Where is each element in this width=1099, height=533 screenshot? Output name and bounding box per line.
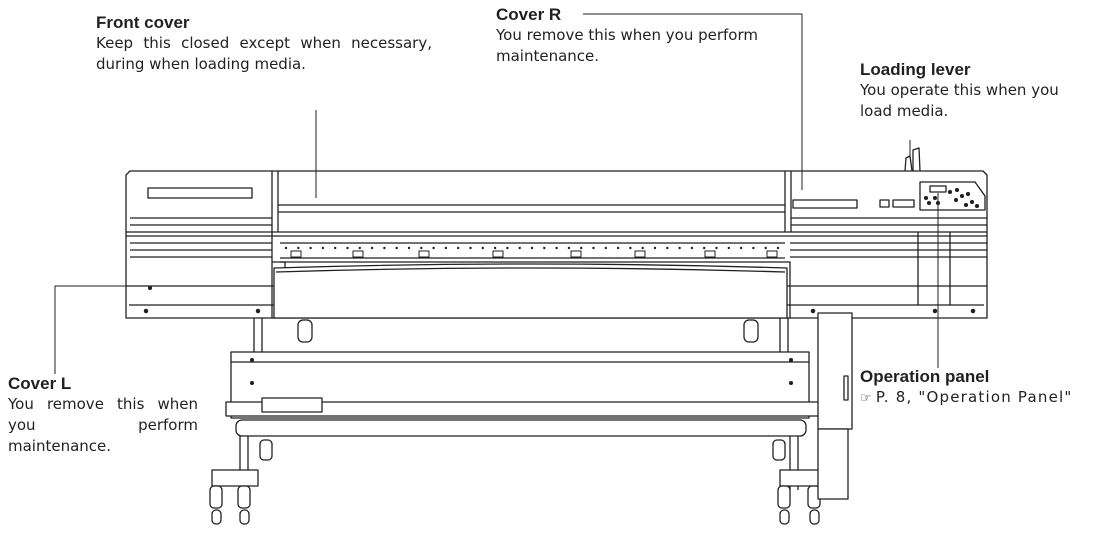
loading-lever-description: You operate this when you load media. [860, 81, 1059, 120]
platen-dot [752, 246, 755, 250]
platen-dot [444, 246, 448, 250]
pinch-roller [570, 250, 582, 258]
cover-r-description: You remove this when you perform mainten… [496, 26, 758, 65]
platen-dot [334, 246, 337, 250]
operation-panel-graphic [919, 181, 986, 211]
front-cover-description: Keep this closed except when necessary, … [96, 34, 432, 73]
platen-dot [715, 246, 718, 250]
platen-dot [666, 246, 669, 250]
platen-dot [616, 246, 620, 250]
platen-dot [530, 246, 534, 250]
platen-dot [321, 246, 325, 250]
platen-dot [395, 246, 398, 250]
cover-r-leader [583, 13, 803, 190]
platen-dot [690, 246, 694, 250]
cover-r-title: Cover R [496, 5, 562, 24]
platen-dot [420, 246, 423, 250]
platen-dot [506, 246, 509, 250]
cover-l-leader [54, 285, 126, 374]
platen-dot [703, 246, 706, 250]
platen-dot [370, 246, 374, 250]
cover-l-callout: Cover L You remove this when you perform… [8, 374, 198, 457]
platen-dot [629, 246, 632, 250]
platen-dot [776, 246, 780, 250]
operation-panel-reference[interactable]: ☞P. 8, "Operation Panel" [860, 387, 1096, 409]
front-cover-title: Front cover [96, 13, 190, 32]
loading-lever-graphic [904, 147, 921, 172]
platen-dot [764, 246, 767, 250]
platen-dot [567, 246, 571, 250]
platen-dot [555, 246, 558, 250]
operation-panel-reference-text[interactable]: P. 8, "Operation Panel" [875, 388, 1073, 406]
platen-dot [284, 246, 288, 250]
platen-dot [580, 246, 583, 250]
platen-dot [358, 246, 361, 250]
platen-dot [653, 246, 657, 250]
platen-dot [592, 246, 595, 250]
stand [209, 312, 853, 525]
platen-dot [469, 246, 472, 250]
cover-l-description: You remove this when you perform mainten… [8, 395, 198, 455]
pinch-roller [704, 250, 716, 258]
platen-dot [457, 246, 460, 250]
platen-dot [543, 246, 546, 250]
operation-panel-callout: Operation panel ☞P. 8, "Operation Panel" [860, 367, 1096, 409]
platen-dot [309, 246, 312, 250]
platen-dot [432, 246, 435, 250]
platen-dot [493, 246, 497, 250]
platen-dot [518, 246, 521, 250]
front-cover-panel [273, 263, 788, 319]
platen-dot [641, 246, 644, 250]
front-cover-callout: Front cover Keep this closed except when… [96, 13, 432, 75]
pinch-roller [492, 250, 504, 258]
pinch-roller [352, 250, 364, 258]
platen-dot [346, 246, 349, 250]
pinch-roller [634, 250, 646, 258]
loading-lever-callout: Loading lever You operate this when you … [860, 60, 1095, 122]
platen-dot [739, 246, 743, 250]
pinch-roller [766, 250, 778, 258]
platen-dot [604, 246, 607, 250]
platen-dot [678, 246, 681, 250]
platen-dot [383, 246, 386, 250]
operation-panel-title: Operation panel [860, 367, 990, 386]
loading-lever-title: Loading lever [860, 60, 971, 79]
pinch-roller [418, 250, 430, 258]
platen-dot [727, 246, 730, 250]
cover-r-callout: Cover R You remove this when you perform… [496, 5, 766, 67]
platen-dot [481, 246, 484, 250]
platen-dot [297, 246, 300, 250]
cover-l-title: Cover L [8, 374, 72, 393]
pinch-roller [290, 250, 302, 258]
pointing-hand-icon: ☞ [860, 391, 873, 406]
platen-dot [407, 246, 411, 250]
leader-lines [54, 13, 939, 374]
